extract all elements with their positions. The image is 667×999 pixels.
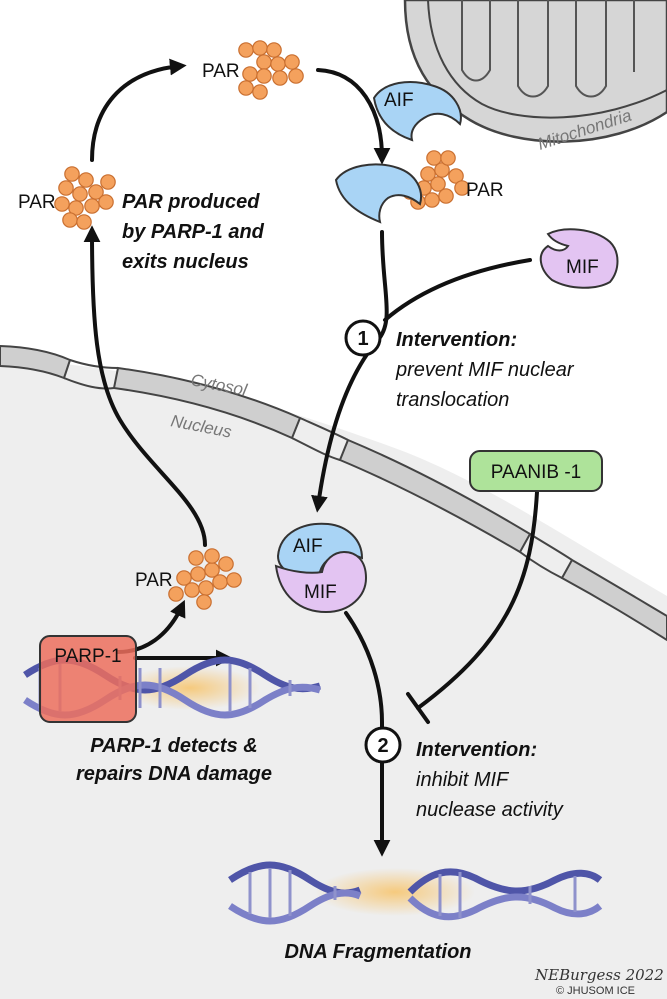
par-label-top: PAR	[202, 61, 240, 82]
par-label-mid: PAR	[466, 180, 504, 201]
intervention-2-number: 2	[377, 735, 388, 757]
aif-mif-complex-nucleus: AIF MIF	[274, 522, 368, 614]
inhibition-paanib	[416, 490, 539, 710]
intervention-1: 1 Intervention: prevent MIF nuclear tran…	[344, 319, 575, 411]
arrow-mif-joins	[383, 258, 532, 322]
caption-par-produced-3: exits nucleus	[122, 251, 249, 273]
par-polymer-top	[238, 40, 304, 100]
mif-label-cytosol: MIF	[566, 257, 599, 278]
intervention-1-line1: prevent MIF nuclear	[395, 359, 575, 381]
intervention-2-title: Intervention:	[416, 739, 537, 761]
inhibition-bar	[406, 692, 430, 724]
arrow-par-export	[83, 225, 207, 547]
aif-label-top: AIF	[384, 90, 414, 111]
intervention-1-line2: translocation	[396, 389, 509, 411]
par-label-left: PAR	[18, 192, 56, 213]
aif-protein-par-complex	[334, 163, 422, 224]
intervention-2-line1: inhibit MIF	[416, 769, 510, 791]
signature-script: NEBurgess 2022	[534, 966, 664, 984]
arrow-par-to-mito	[90, 58, 187, 162]
caption-dna-fragmentation: DNA Fragmentation	[284, 941, 471, 963]
caption-par-produced-2: by PARP-1 and	[122, 221, 265, 243]
aif-protein-top: AIF	[372, 81, 462, 142]
intervention-1-title: Intervention:	[396, 329, 517, 351]
paanib-1-box: PAANIB -1	[469, 450, 603, 492]
caption-parp-detects-2: repairs DNA damage	[76, 763, 272, 785]
aif-label-nucleus: AIF	[293, 536, 323, 557]
intervention-2: 2 Intervention: inhibit MIF nuclease act…	[364, 726, 564, 821]
intervention-2-line2: nuclease activity	[416, 799, 564, 821]
intervention-1-number: 1	[357, 328, 368, 350]
par-polymer-left	[54, 166, 116, 230]
arrow-par-binds-aif	[316, 68, 391, 165]
dna-helix-fragmented	[228, 861, 603, 925]
parp-1-label: PARP-1	[54, 646, 121, 667]
caption-par-produced-1: PAR produced	[122, 191, 260, 213]
arrow-aif-mif-to-dna	[344, 611, 391, 857]
caption-parp-detects-1: PARP-1 detects &	[90, 735, 257, 757]
paanib-label: PAANIB -1	[491, 462, 581, 483]
mif-protein-cytosol: MIF	[539, 228, 619, 289]
parp-1-box: PARP-1	[39, 635, 137, 723]
nuclear-envelope	[0, 344, 667, 642]
mitochondria: Mitochondria	[403, 0, 667, 154]
mif-label-nucleus: MIF	[304, 582, 337, 603]
signature-credit: © JHUSOM ICE	[556, 985, 635, 997]
par-label-nucleus: PAR	[135, 570, 173, 591]
